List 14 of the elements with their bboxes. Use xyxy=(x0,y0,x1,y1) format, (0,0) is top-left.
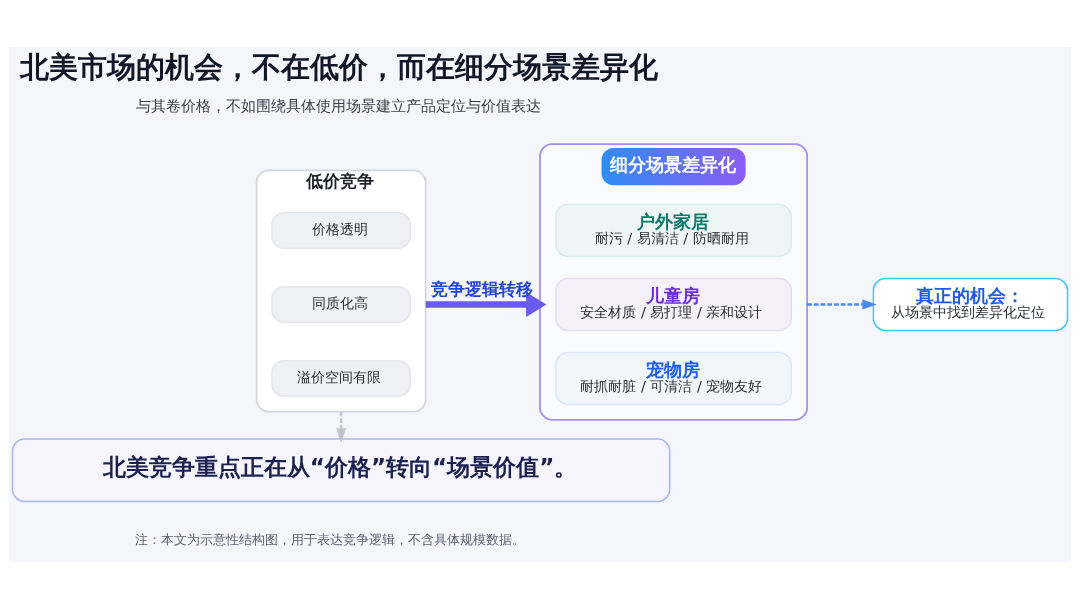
node-box: 同质化高 xyxy=(271,285,412,323)
label: 与其卷价格，不如围绕具体使用场景建立产品定位与价值表达 xyxy=(136,96,542,115)
label: 注：本文为示意性结构图，用于表达竞争逻辑，不含具体规模数据。 xyxy=(135,531,526,547)
diagram-title: 北美市场的机会，不在低价，而在细分场景差异化 xyxy=(20,49,659,84)
edge-label: 竞争逻辑转移 xyxy=(430,278,533,299)
node-box: 宠物房 耐抓耐脏 / 可清洁 / 宠物友好 xyxy=(555,351,792,405)
node-box: 价格透明 xyxy=(271,211,412,249)
node-box: 户外家居 耐污 / 易清洁 / 防晒耐用 xyxy=(555,203,792,257)
node-box: 真正的机会： 从场景中找到差异化定位 xyxy=(872,277,1069,331)
arrow xyxy=(336,411,347,443)
node-box: 北美竞争重点正在从“价格”转向“场景价值”。 xyxy=(11,437,671,502)
arrow xyxy=(807,298,877,310)
node-box: 儿童房 安全材质 / 易打理 / 亲和设计 xyxy=(555,277,792,331)
node-box: 溢价空间有限 xyxy=(271,359,412,397)
